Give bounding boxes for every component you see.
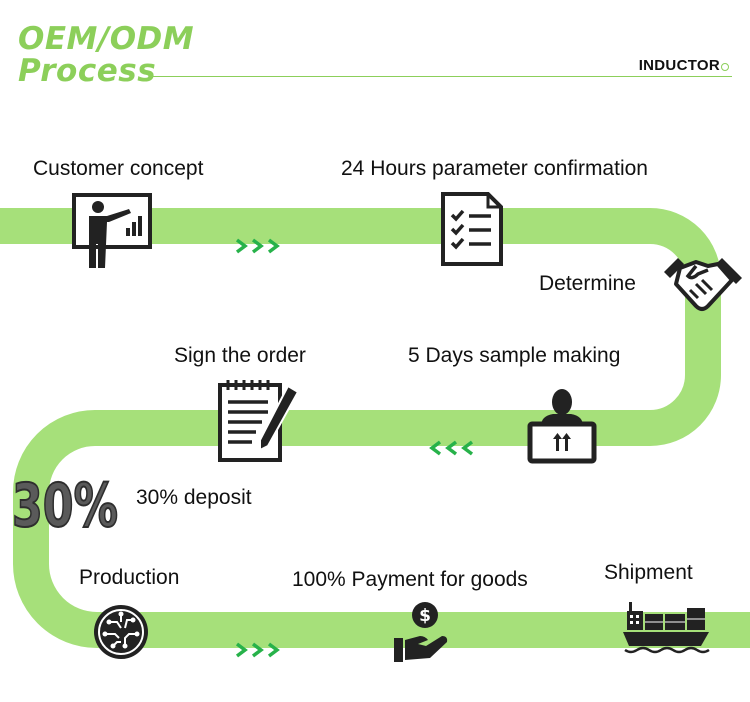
label-deposit: 30% deposit: [136, 486, 252, 509]
circuit-chip-icon: [94, 605, 148, 659]
cargo-ship-icon: [623, 602, 710, 654]
label-customer-concept: Customer concept: [33, 157, 204, 180]
chevrons-right-3: [235, 642, 280, 658]
checklist-icon: [441, 192, 503, 266]
brand-dot: [721, 63, 729, 71]
label-sample-making: 5 Days sample making: [408, 344, 621, 367]
person-holding-box-icon: [527, 389, 597, 464]
hand-dollar-icon: $: [394, 602, 448, 662]
svg-text:$: $: [419, 606, 431, 626]
title-line-2: Process: [18, 53, 157, 89]
brand-label: INDUCTOR: [638, 57, 720, 74]
label-payment: 100% Payment for goods: [292, 568, 528, 591]
handshake-icon: [664, 258, 742, 311]
label-parameter-confirmation: 24 Hours parameter confirmation: [341, 157, 648, 180]
label-sign-order: Sign the order: [174, 344, 306, 367]
contract-pen-icon: [218, 380, 300, 462]
title-line-1: OEM/ODM: [18, 21, 195, 57]
presentation-board-icon: [72, 193, 152, 268]
label-shipment: Shipment: [604, 561, 693, 584]
thirty-percent-icon: 30%: [11, 470, 119, 535]
deposit-badge-text: 30%: [12, 471, 118, 535]
label-production: Production: [79, 566, 180, 589]
label-determine: Determine: [539, 272, 636, 295]
chevrons-left-2: [429, 440, 474, 456]
header-divider: [150, 76, 732, 77]
chevrons-right-1: [235, 238, 280, 254]
